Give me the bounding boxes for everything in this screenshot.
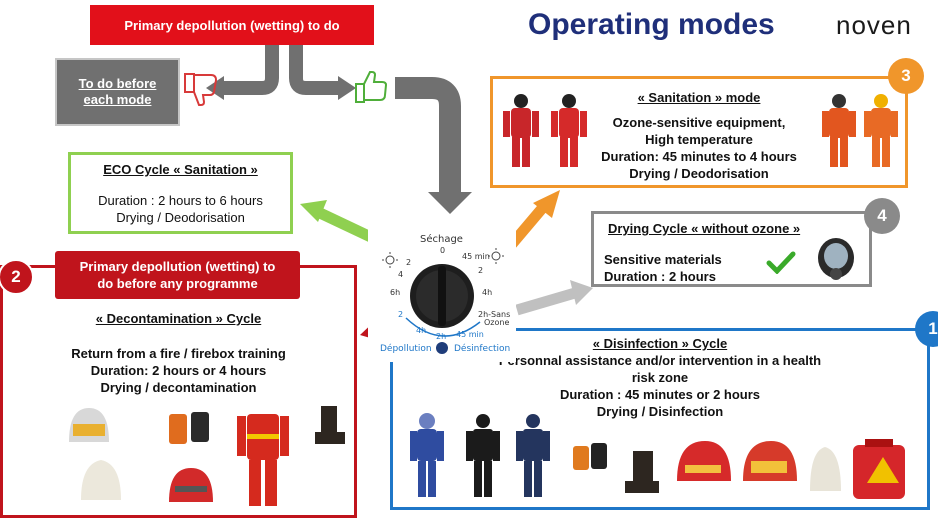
- todo-before-box: To do before each mode: [55, 58, 180, 126]
- noven-logo: noven: [836, 10, 912, 41]
- logo-text: noven: [836, 10, 912, 40]
- arrow-sanitation: [507, 201, 550, 248]
- eco-duration: Duration : 2 hours to 6 hours: [98, 193, 263, 208]
- eco-cycle-box: ECO Cycle « Sanitation » Duration : 2 ho…: [68, 152, 293, 234]
- sanitation-mode-box: « Sanitation » mode Ozone-sensitive equi…: [490, 76, 908, 188]
- top-depollution-banner: Primary depollution (wetting) to do: [90, 5, 374, 45]
- decontamination-title: « Decontamination » Cycle: [95, 311, 262, 326]
- thumbs-down-icon: [184, 73, 218, 106]
- decontamination-line2: Duration: 2 hours or 4 hours: [90, 363, 267, 378]
- disinfection-line4: Drying / Disinfection: [596, 404, 724, 419]
- arrow-drying: [515, 287, 577, 316]
- dial-sans-ozone-1: 2h-Sans: [478, 310, 511, 319]
- eco-drying: Drying / Deodorisation: [116, 210, 245, 225]
- disinfection-line2: risk zone: [631, 370, 689, 385]
- sanitation-line3: Duration: 45 minutes to 4 hours: [601, 149, 797, 164]
- decontamination-line3: Drying / decontamination: [100, 380, 257, 395]
- check-icon: [766, 251, 796, 274]
- badge-3: 3: [888, 58, 924, 94]
- decontamination-equipment-photos: [69, 406, 345, 506]
- disinfection-line3: Duration : 45 minutes or 2 hours: [559, 387, 761, 402]
- sanitation-line4: Drying / Deodorisation: [629, 166, 769, 181]
- dial-depollution: Dépollution: [380, 344, 432, 354]
- dial-4-left: 4: [398, 270, 404, 279]
- dial-2-lower: 2: [398, 310, 404, 319]
- decon-banner-line2: do before any programme: [97, 276, 258, 291]
- drying-cycle-box: Drying Cycle « without ozone » Sensitive…: [591, 211, 872, 287]
- todo-line-2: each mode: [83, 92, 152, 107]
- eco-title: ECO Cycle « Sanitation »: [103, 162, 258, 177]
- thumbs-up-icon: [355, 71, 388, 103]
- page-title: Operating modes: [528, 8, 775, 41]
- drying-line2: Duration : 2 hours: [604, 269, 716, 284]
- drying-title: Drying Cycle « without ozone »: [608, 221, 801, 236]
- arrow-to-dial-start: [289, 45, 340, 95]
- badge-4: 4: [864, 198, 900, 234]
- sun-icon: [382, 252, 398, 268]
- dial-45min-lower: 45 min: [456, 330, 484, 339]
- dial-label-sechage: Séchage: [420, 234, 463, 245]
- badge-2: 2: [0, 259, 34, 295]
- decontamination-cycle-box: « Decontamination » Cycle Return from a …: [0, 265, 357, 518]
- dial-sans-ozone-2: Ozone: [484, 318, 510, 327]
- dial-45min: 45 min: [462, 252, 490, 261]
- sanitation-line1: Ozone-sensitive equipment,: [612, 115, 786, 130]
- dial-2-left: 2: [406, 258, 412, 267]
- decontamination-line1: Return from a fire / firebox training: [71, 346, 286, 361]
- dial-desinfection: Désinfection: [454, 344, 511, 354]
- arrow-down-to-dial: [395, 77, 461, 196]
- dial-6h: 6h: [390, 288, 401, 297]
- disinfection-title: « Disinfection » Cycle: [592, 336, 728, 351]
- disinfection-line1: Personnal assistance and/or intervention…: [498, 353, 822, 368]
- selector-dial: Séchage 0 45 min 2 2 4 4h 6h 2 4h 2h 45 …: [368, 222, 516, 362]
- dial-4h-right: 4h: [482, 288, 493, 297]
- decontamination-banner: Primary depollution (wetting) to do befo…: [55, 251, 300, 299]
- red-drysuits-photo: [503, 94, 587, 167]
- dial-graphics: [382, 248, 504, 354]
- badge-1: 1: [915, 311, 938, 347]
- dial-2-right: 2: [478, 266, 484, 275]
- arrow-to-todo: [222, 45, 279, 95]
- sanitation-title: « Sanitation » mode: [637, 90, 761, 105]
- dial-0: 0: [440, 246, 446, 255]
- gas-mask-photo: [818, 238, 854, 280]
- orange-suits-photo: [822, 94, 898, 167]
- todo-line-1: To do before: [78, 76, 157, 91]
- sanitation-line2: High temperature: [645, 132, 753, 147]
- decon-banner-line1: Primary depollution (wetting) to: [79, 259, 276, 274]
- dial-4h-lower: 4h: [416, 326, 427, 335]
- drying-line1: Sensitive materials: [604, 252, 722, 267]
- disinfection-equipment-photos: [410, 413, 905, 499]
